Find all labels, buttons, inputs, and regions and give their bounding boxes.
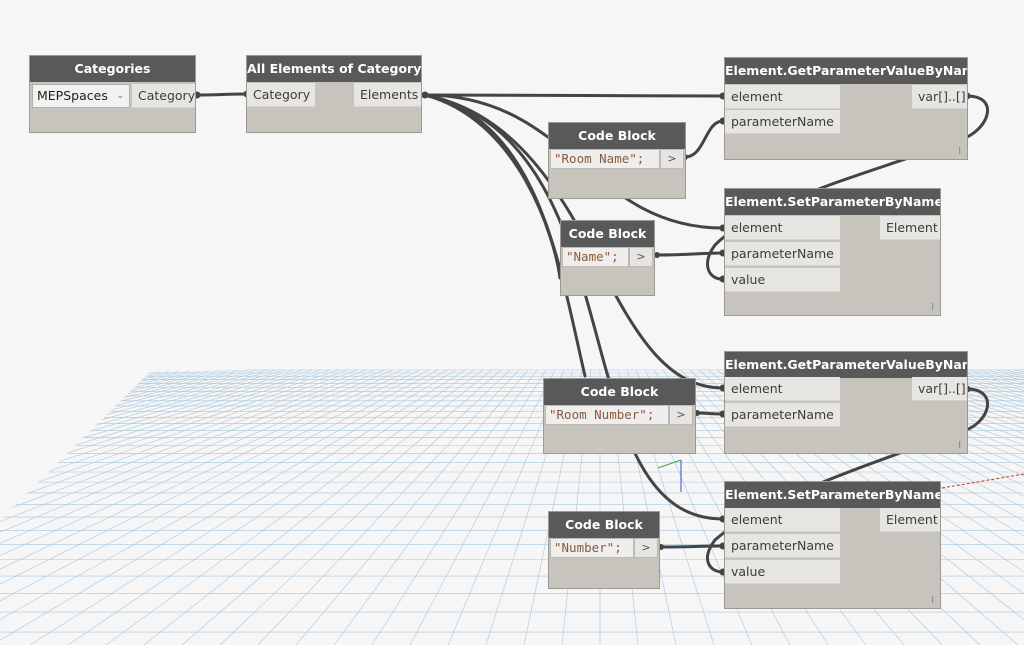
input-port-parametername[interactable]: parameterName — [725, 242, 840, 266]
node-title: Code Block — [549, 123, 685, 149]
node-title: Element.GetParameterValueByName — [725, 58, 967, 84]
code-input[interactable]: "Name"; — [562, 247, 629, 267]
categories-node[interactable]: Categories MEPSpaces ⌄ Category — [29, 55, 196, 133]
output-port[interactable]: > — [634, 538, 658, 558]
input-port-parametername[interactable]: parameterName — [725, 534, 840, 558]
node-title: All Elements of Category — [247, 56, 421, 82]
get-parameter-node-1[interactable]: Element.GetParameterValueByName element … — [724, 57, 968, 160]
code-block-node-2[interactable]: Code Block "Name"; > — [560, 220, 655, 296]
output-port-elements[interactable]: Elements — [354, 83, 421, 107]
input-port-element[interactable]: element — [725, 508, 840, 532]
code-input[interactable]: "Room Number"; — [545, 405, 669, 425]
output-port-element[interactable]: Element — [880, 508, 940, 532]
set-parameter-node-1[interactable]: Element.SetParameterByName element param… — [724, 188, 941, 316]
node-title: Categories — [30, 56, 195, 82]
node-title: Code Block — [549, 512, 659, 538]
output-port-category[interactable]: Category — [132, 84, 195, 108]
output-port-var[interactable]: var[]..[] — [912, 85, 967, 109]
input-port-parametername[interactable]: parameterName — [725, 110, 840, 134]
output-port-var[interactable]: var[]..[] — [912, 377, 967, 401]
output-port[interactable]: > — [660, 149, 684, 169]
node-footer-mark: l — [958, 147, 961, 157]
wire — [706, 387, 990, 574]
input-port-category[interactable]: Category — [247, 83, 315, 107]
wire — [423, 93, 725, 98]
chevron-down-icon: ⌄ — [116, 91, 124, 101]
code-input[interactable]: "Number"; — [550, 538, 634, 558]
wire — [695, 411, 725, 416]
output-port[interactable]: > — [669, 405, 693, 425]
input-port-element[interactable]: element — [725, 85, 840, 109]
input-port-element[interactable]: element — [725, 216, 840, 240]
wire — [423, 93, 562, 280]
node-title: Element.GetParameterValueByName — [725, 352, 967, 378]
node-title: Element.SetParameterByName — [725, 482, 940, 508]
code-input[interactable]: "Room Name"; — [550, 149, 660, 169]
wire — [659, 544, 725, 549]
dropdown-value: MEPSpaces — [37, 88, 108, 103]
code-block-node-3[interactable]: Code Block "Room Number"; > — [543, 378, 696, 454]
wire — [655, 251, 725, 257]
input-port-parametername[interactable]: parameterName — [725, 403, 840, 427]
node-title: Code Block — [544, 379, 695, 405]
wire — [706, 94, 990, 281]
node-footer-mark: l — [958, 441, 961, 451]
output-port[interactable]: > — [629, 247, 653, 267]
category-dropdown[interactable]: MEPSpaces ⌄ — [32, 84, 130, 108]
input-port-value[interactable]: value — [725, 268, 840, 292]
code-block-node-1[interactable]: Code Block "Room Name"; > — [548, 122, 686, 199]
node-title: Element.SetParameterByName — [725, 189, 940, 215]
node-title: Code Block — [561, 221, 654, 247]
code-block-node-4[interactable]: Code Block "Number"; > — [548, 511, 660, 589]
input-port-value[interactable]: value — [725, 560, 840, 584]
wire — [683, 119, 725, 159]
output-port-element[interactable]: Element — [880, 216, 940, 240]
get-parameter-node-2[interactable]: Element.GetParameterValueByName element … — [724, 351, 968, 454]
wire — [195, 92, 249, 97]
wire — [423, 93, 725, 521]
node-footer-mark: l — [931, 303, 934, 313]
set-parameter-node-2[interactable]: Element.SetParameterByName element param… — [724, 481, 941, 609]
all-elements-node[interactable]: All Elements of Category Category Elemen… — [246, 55, 422, 133]
node-footer-mark: l — [931, 596, 934, 606]
input-port-element[interactable]: element — [725, 377, 840, 401]
